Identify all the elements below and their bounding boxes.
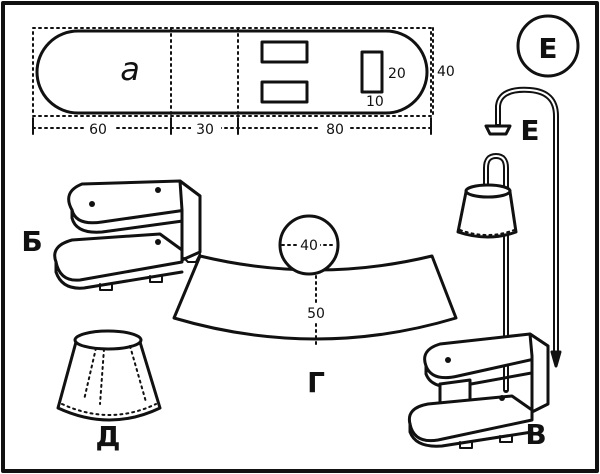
label-b: Б (21, 225, 42, 258)
lamp-clamp-bottom (407, 394, 534, 443)
slot-upper (260, 40, 309, 64)
tab (499, 434, 513, 443)
pattern-stadium (35, 29, 429, 115)
circle-label-e: Е (538, 32, 557, 65)
shade-part-d (56, 329, 162, 422)
base-pattern: а 20 10 60 30 80 40 (32, 27, 455, 138)
dim-bg (303, 304, 329, 322)
pattern-label-a: а (120, 50, 140, 88)
dim-slot-20: 20 (388, 66, 406, 82)
shade-top-rim (73, 329, 143, 351)
wire-part-e (484, 86, 562, 368)
label-g: Г (307, 366, 325, 399)
label-e: Е (520, 114, 539, 147)
assembled-lamp-v (407, 153, 550, 449)
dim-60: 60 (89, 122, 107, 138)
pattern-outline (32, 27, 432, 117)
shade-arc-sector (172, 254, 458, 341)
dim-slot-10: 10 (366, 94, 384, 110)
tab (99, 282, 113, 291)
label-v: В (525, 418, 546, 451)
clamp-bottom-arm (53, 232, 184, 282)
shade-seam (129, 345, 147, 403)
screw-hole (155, 239, 161, 245)
shade-dim-50: 50 (307, 306, 325, 322)
screw-hole (89, 201, 95, 207)
shade-seam (83, 347, 97, 401)
wire-socket (484, 124, 512, 136)
dim-40-right: 40 (437, 64, 455, 80)
dim-bg (320, 121, 350, 137)
lamp-hook-inner (485, 154, 507, 232)
circle-badge (516, 14, 580, 78)
slot-vertical (360, 50, 384, 94)
dim-80: 80 (326, 122, 344, 138)
screw-hole (445, 357, 451, 363)
lamp-shade-rim (464, 183, 512, 199)
lamp-clamp-spine (528, 332, 550, 414)
clamp-top-arm-edge (70, 208, 192, 234)
clamp-spine (178, 179, 202, 262)
tab (459, 440, 473, 449)
shade-stitching (61, 403, 157, 416)
slot-lower (260, 80, 309, 104)
screw-hole (155, 187, 161, 193)
dim-bg (84, 121, 114, 137)
shade-pattern-g: 40 50 (172, 214, 458, 347)
lamp-clamp-bottom-edge (408, 422, 534, 448)
clamp-part-b (53, 179, 202, 291)
lamp-shade-stitching (459, 229, 515, 236)
clamp-bottom-arm-edge (54, 260, 184, 290)
wire-tip (550, 350, 562, 368)
screw-hole (499, 395, 505, 401)
dim-30: 30 (196, 122, 214, 138)
wire-stem-inner (497, 88, 557, 352)
label-d: Д (96, 420, 121, 453)
shade-dim-40: 40 (300, 238, 318, 254)
dim-bg (298, 237, 320, 253)
dim-bg (191, 121, 221, 137)
tab (149, 274, 163, 283)
